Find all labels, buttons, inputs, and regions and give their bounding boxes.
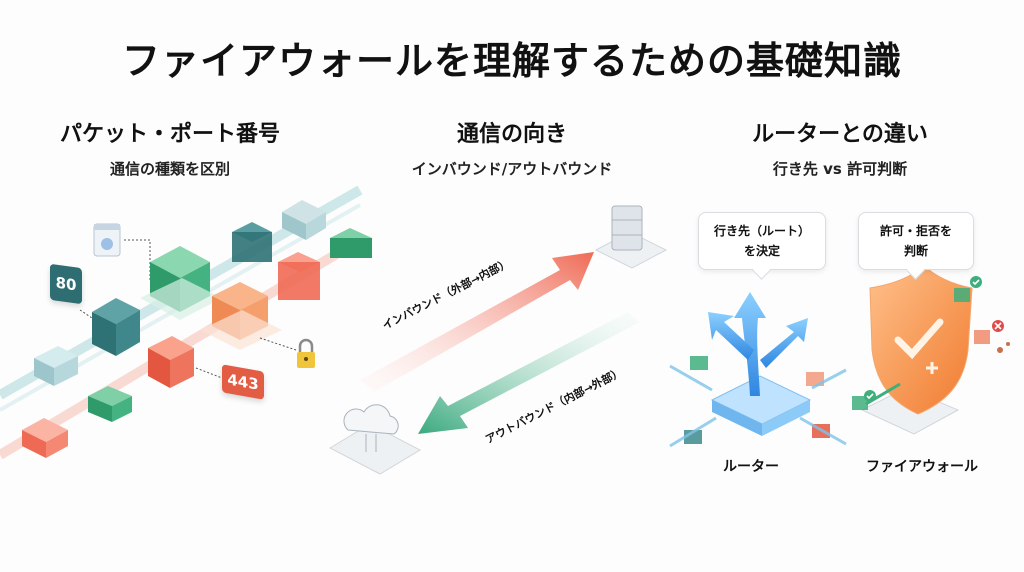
server-stack-icon: [232, 222, 272, 262]
section-packet-port: パケット・ポート番号 通信の種類を区別: [10, 116, 330, 179]
packet-cube-icon: [34, 346, 78, 386]
traffic-arrows: [669, 364, 847, 448]
connector-dotted: [79, 309, 93, 319]
callout-line: 行き先（ルート）: [713, 224, 810, 238]
packet-cube-icon: [140, 246, 222, 320]
port-badge-80: 80: [50, 263, 82, 305]
section-heading: ルーターとの違い: [752, 122, 928, 147]
shield-check-icon: [860, 265, 973, 435]
page-title: ファイアウォールを理解するための基礎知識: [121, 39, 902, 83]
inbound-arrow-icon: [360, 252, 594, 392]
packet-cube-icon: [92, 298, 140, 356]
section-subheading: インバウンド/アウトバウンド: [411, 160, 613, 178]
connector-dotted: [124, 239, 151, 280]
packet-cube-icon: [282, 200, 326, 240]
packet-cube-icon: [22, 418, 68, 458]
firewall-label: ファイアウォール: [866, 459, 978, 475]
padlock-icon: [297, 338, 315, 368]
connector-dotted: [259, 337, 297, 351]
cloud-network-icon: [328, 404, 422, 475]
web-page-icon: [93, 223, 121, 257]
callout-line: 許可・拒否を: [879, 224, 952, 238]
packet-cube-icon: [88, 386, 132, 422]
router-branch-arrows-icon: [708, 292, 812, 436]
router-callout: 行き先（ルート） を決定: [698, 212, 826, 270]
section-heading: 通信の向き: [456, 122, 567, 147]
packet-cube-icon: [148, 336, 194, 388]
firewall-callout: 許可・拒否を 判断: [858, 212, 974, 270]
packet-cube-icon: [330, 228, 372, 258]
packet-cube-icon: [200, 282, 282, 350]
section-direction: 通信の向き インバウンド/アウトバウンド: [352, 116, 672, 179]
connector-dotted: [195, 367, 223, 379]
server-stack-icon: [278, 252, 320, 300]
section-subheading: 行き先 vs 許可判断: [772, 160, 908, 178]
section-heading: パケット・ポート番号: [59, 122, 280, 147]
server-icon: [594, 205, 668, 269]
allow-check-icon: [852, 276, 982, 410]
section-router-vs-firewall: ルーターとの違い 行き先 vs 許可判断: [680, 116, 1000, 179]
callout-line: を決定: [743, 244, 780, 258]
router-label: ルーター: [723, 459, 779, 475]
outbound-arrow-icon: [418, 312, 640, 434]
callout-line: 判断: [903, 244, 928, 258]
deny-x-icon: [974, 320, 1010, 353]
section-subheading: 通信の種類を区別: [109, 160, 230, 178]
